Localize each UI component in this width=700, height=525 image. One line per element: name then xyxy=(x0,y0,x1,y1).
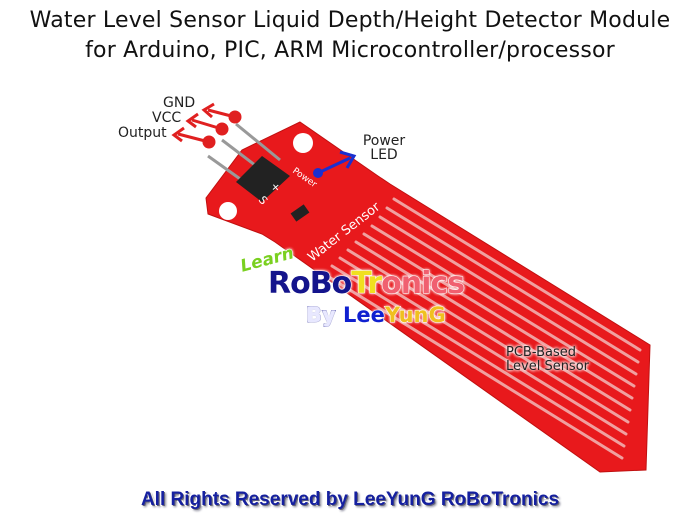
logo-robo: RoBo xyxy=(267,266,352,302)
transistor xyxy=(290,204,310,222)
sensor-label-line1: PCB-Based xyxy=(506,345,576,360)
title-line-1: Water Level Sensor Liquid Depth/Height D… xyxy=(29,8,671,33)
sensor-traces xyxy=(322,197,642,460)
power-led-label-line1: Power xyxy=(362,133,406,149)
mount-hole xyxy=(219,202,237,220)
sensor-label: PCB-Based Level Sensor xyxy=(506,346,589,374)
power-led-label-line2: LED xyxy=(370,147,398,163)
power-led-label: Power LED xyxy=(359,134,409,162)
logo-by: By xyxy=(306,303,337,328)
header-pins xyxy=(207,122,290,202)
logo-robotronics: RoBoTronics xyxy=(267,266,466,302)
logo-by-leeyung: By LeeYunG xyxy=(306,303,447,328)
logo-onics: onics xyxy=(381,266,466,302)
sensor-label-line2: Level Sensor xyxy=(506,359,590,374)
logo-lee: Lee xyxy=(343,303,386,328)
pin-label-gnd: GND xyxy=(163,95,196,111)
pin-label-output: Output xyxy=(118,125,167,141)
pcb-board xyxy=(205,121,651,473)
mount-hole xyxy=(293,133,313,153)
pin-label-vcc: VCC xyxy=(152,110,182,126)
power-led-arrow xyxy=(313,150,357,178)
pin-arrows xyxy=(171,102,242,149)
logo-tr: Tr xyxy=(351,266,383,302)
logo-yung: YunG xyxy=(384,303,446,328)
copyright-footer: All Rights Reserved by LeeYunG RoBoTroni… xyxy=(140,489,560,510)
title-line-2: for Arduino, PIC, ARM Microcontroller/pr… xyxy=(85,38,615,63)
